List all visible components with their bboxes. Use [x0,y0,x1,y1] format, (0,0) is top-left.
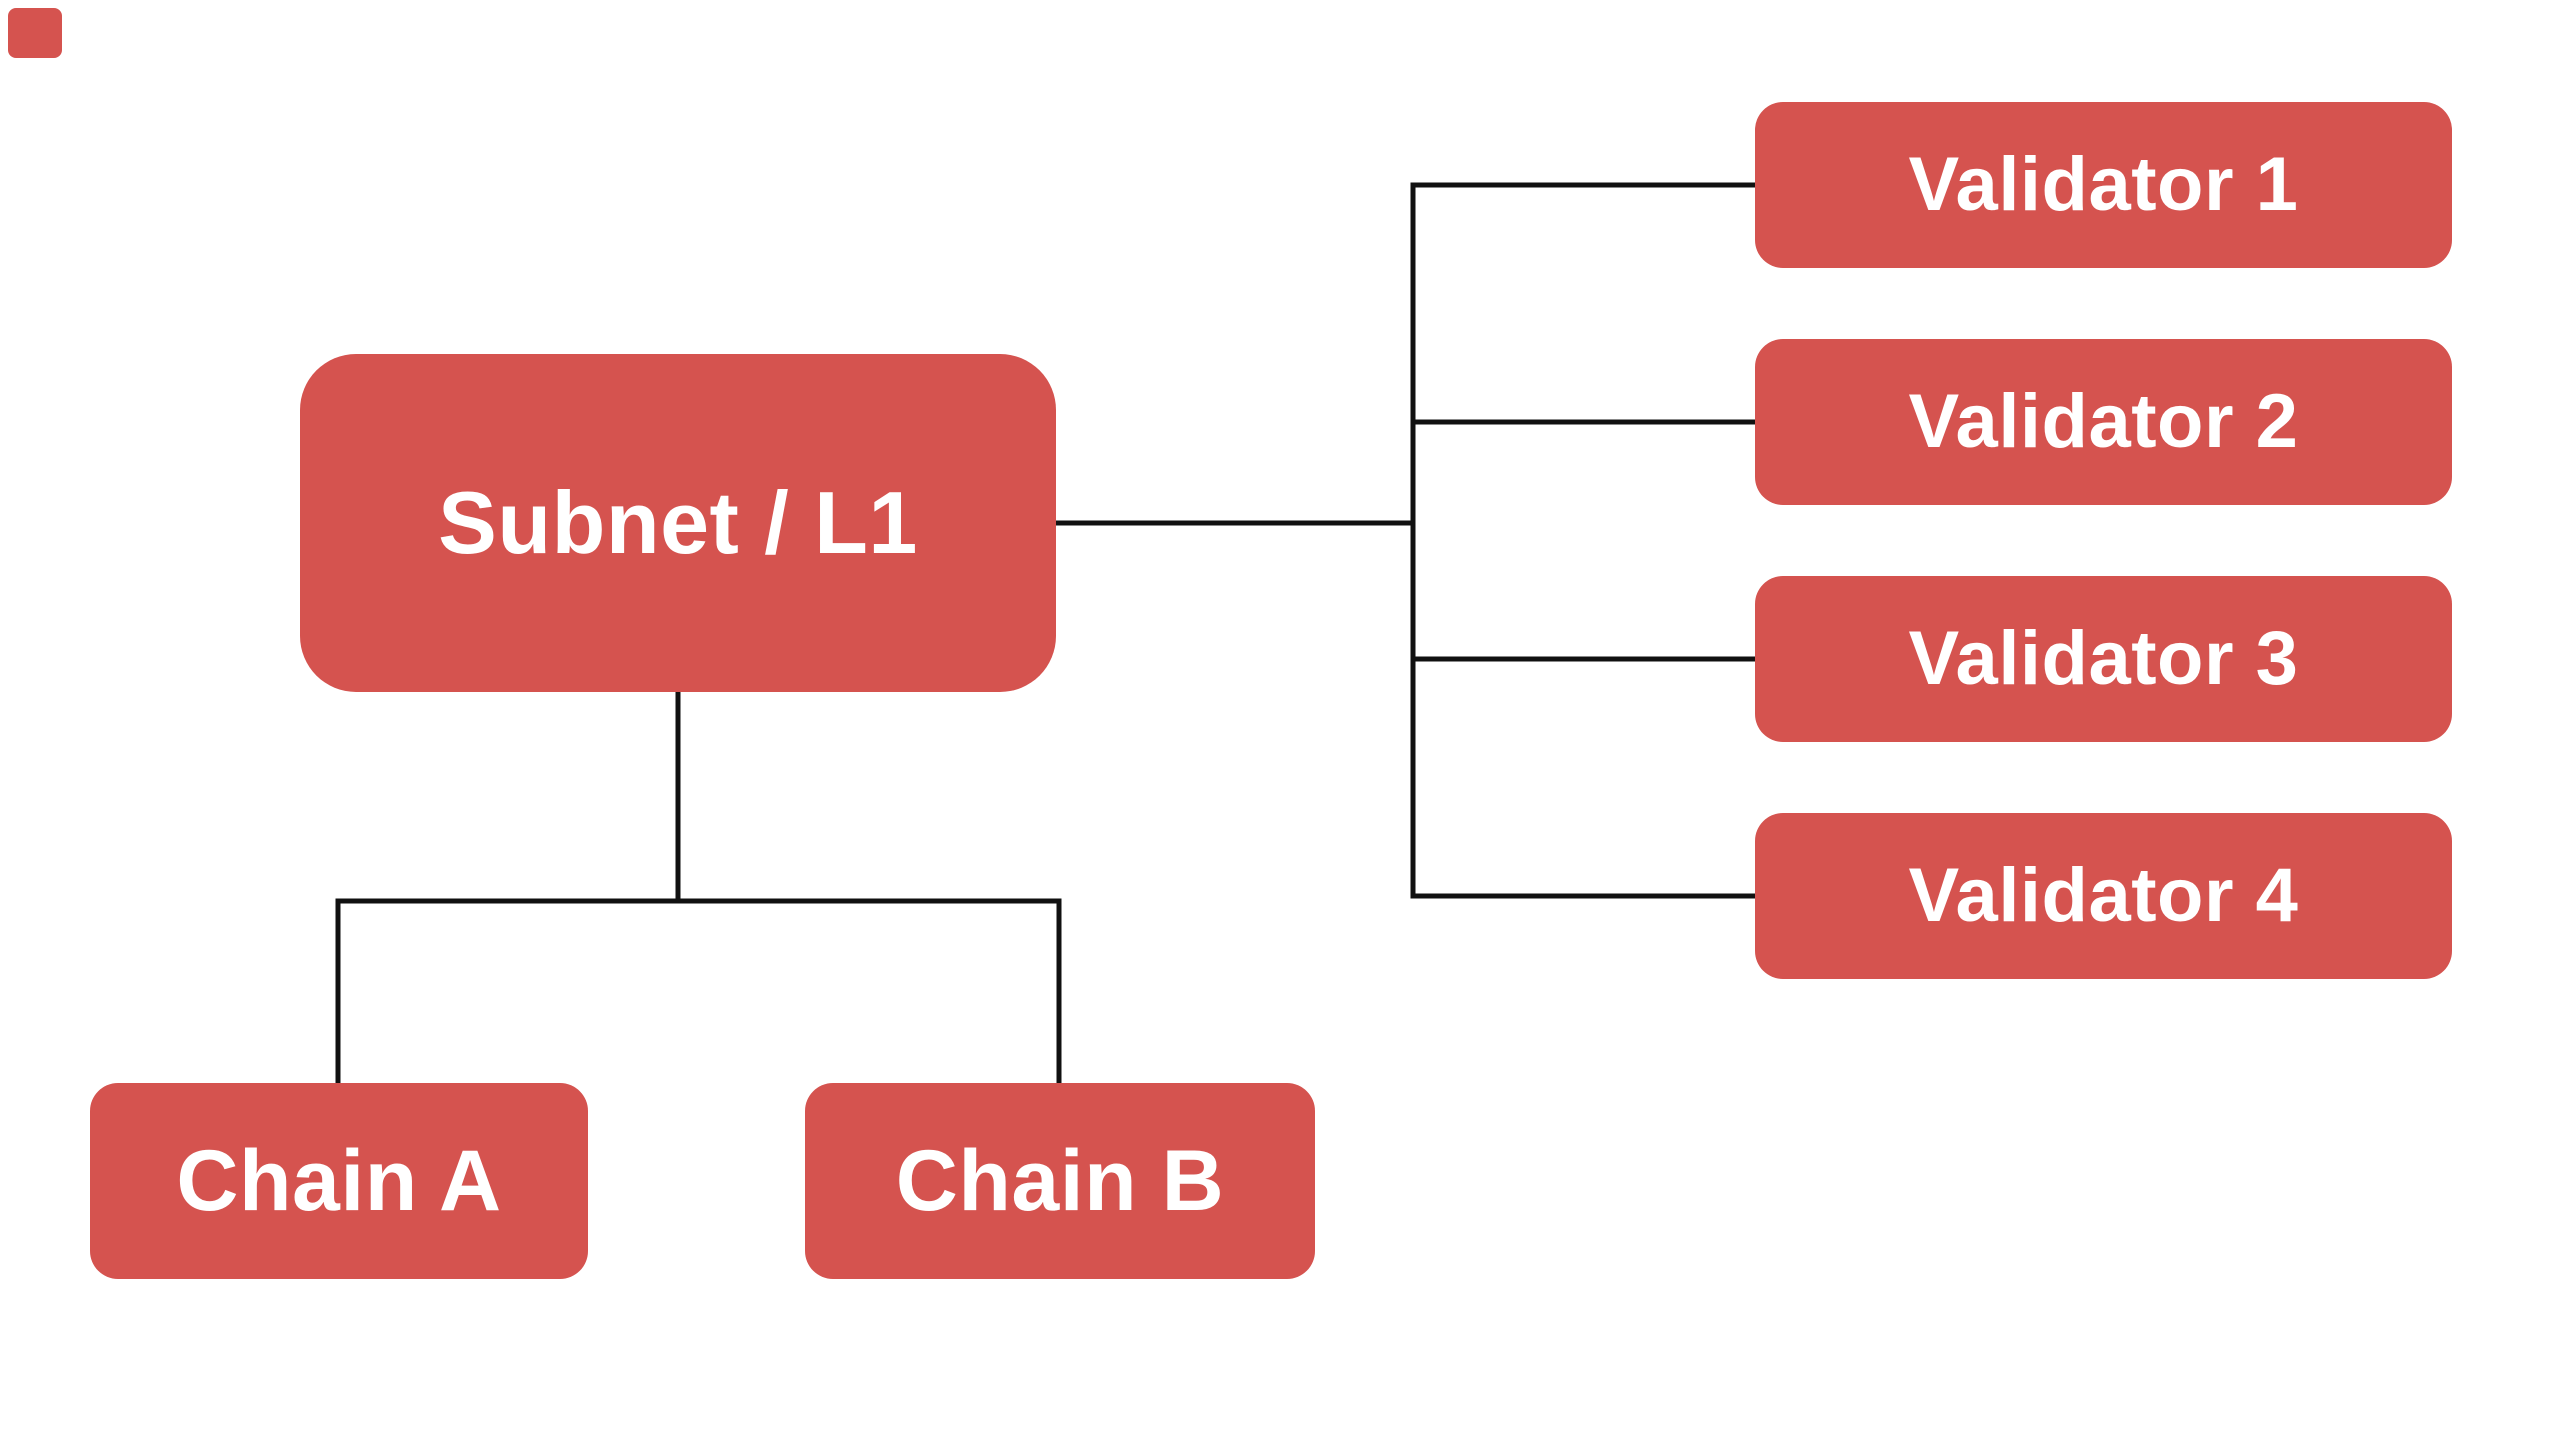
node-validator-4: Validator 4 [1755,813,2452,979]
node-chain-a: Chain A [90,1083,588,1279]
corner-red-square [8,8,62,58]
node-validator-2: Validator 2 [1755,339,2452,505]
node-subnet-l1: Subnet / L1 [300,354,1056,692]
node-validator-1-label: Validator 1 [1908,142,2299,227]
node-chain-b-label: Chain B [895,1133,1225,1229]
node-subnet-l1-label: Subnet / L1 [438,473,918,572]
node-chain-a-label: Chain A [176,1133,502,1229]
node-validator-4-label: Validator 4 [1908,853,2299,938]
node-validator-3-label: Validator 3 [1908,616,2299,701]
node-validator-1: Validator 1 [1755,102,2452,268]
node-validator-2-label: Validator 2 [1908,379,2299,464]
node-validator-3: Validator 3 [1755,576,2452,742]
node-chain-b: Chain B [805,1083,1315,1279]
